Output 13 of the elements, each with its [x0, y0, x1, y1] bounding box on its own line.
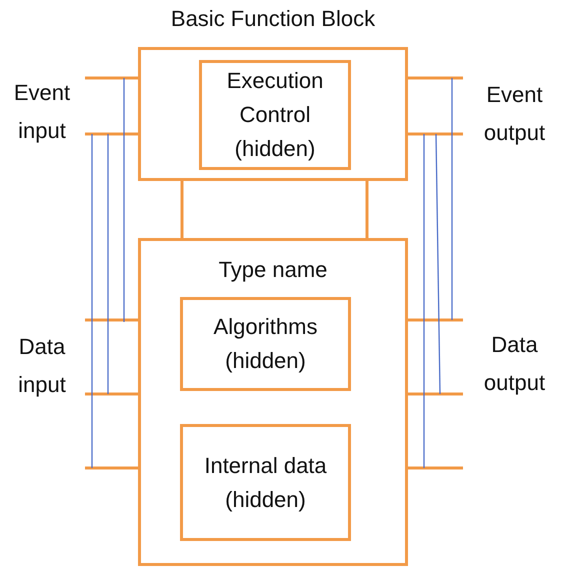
hidden-section-box: Internal data (hidden) [180, 424, 351, 541]
port-label: Data output [482, 331, 546, 397]
port-label: Data input [17, 333, 67, 399]
port-label: Event output [482, 81, 546, 147]
port-label: Event input [12, 79, 72, 145]
event-section-box [138, 47, 408, 181]
block-heading: Type name [218, 256, 328, 284]
data-section-box [138, 238, 408, 566]
connector-line [180, 181, 184, 238]
diagram-title: Basic Function Block [170, 5, 376, 33]
connector-line [366, 181, 368, 238]
hidden-section-box: Algorithms (hidden) [180, 297, 351, 391]
hidden-section-box: Execution Control (hidden) [199, 60, 351, 170]
